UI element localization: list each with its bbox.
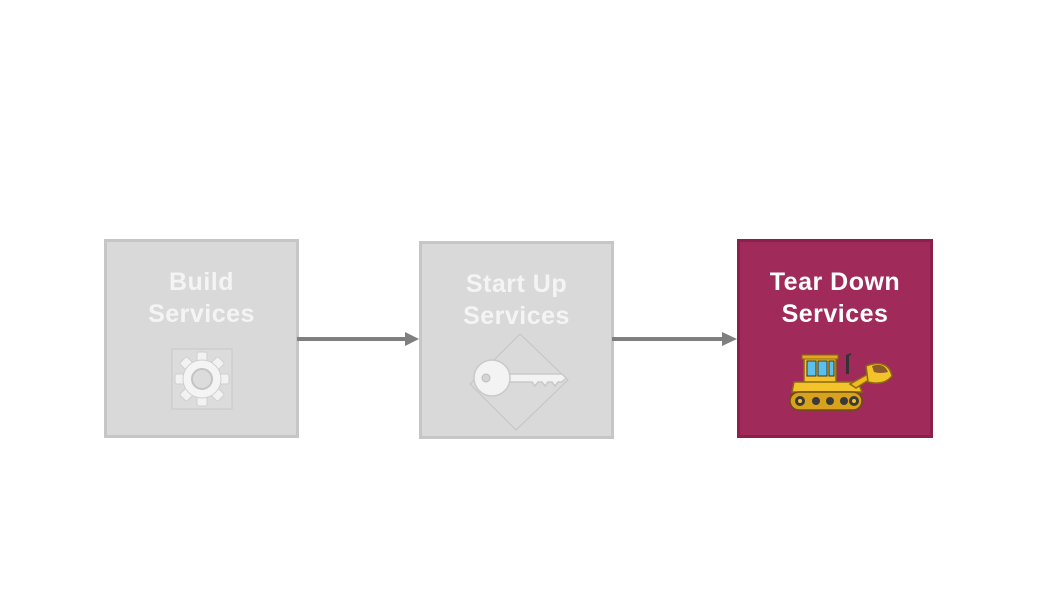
- key-icon: [466, 332, 570, 432]
- arrow-connector: [297, 332, 419, 346]
- gear-icon: [171, 348, 233, 410]
- step-tear-down-services: Tear Down Services: [737, 239, 933, 438]
- step-start-up-services: Start Up Services: [419, 241, 614, 439]
- step-label-line2: Services: [463, 302, 570, 330]
- step-label-line2: Services: [781, 300, 889, 328]
- arrow-connector: [612, 332, 737, 346]
- bulldozer-icon: [788, 352, 898, 414]
- step-label: Start Up Services: [422, 268, 611, 332]
- step-label-line2: Services: [148, 300, 255, 328]
- step-build-services: Build Services: [104, 239, 299, 438]
- step-label-line1: Start Up: [465, 270, 568, 298]
- step-label-line1: Tear Down: [769, 268, 901, 296]
- step-label-line1: Build: [169, 268, 234, 296]
- step-label: Tear Down Services: [740, 266, 930, 330]
- step-label: Build Services: [107, 266, 296, 330]
